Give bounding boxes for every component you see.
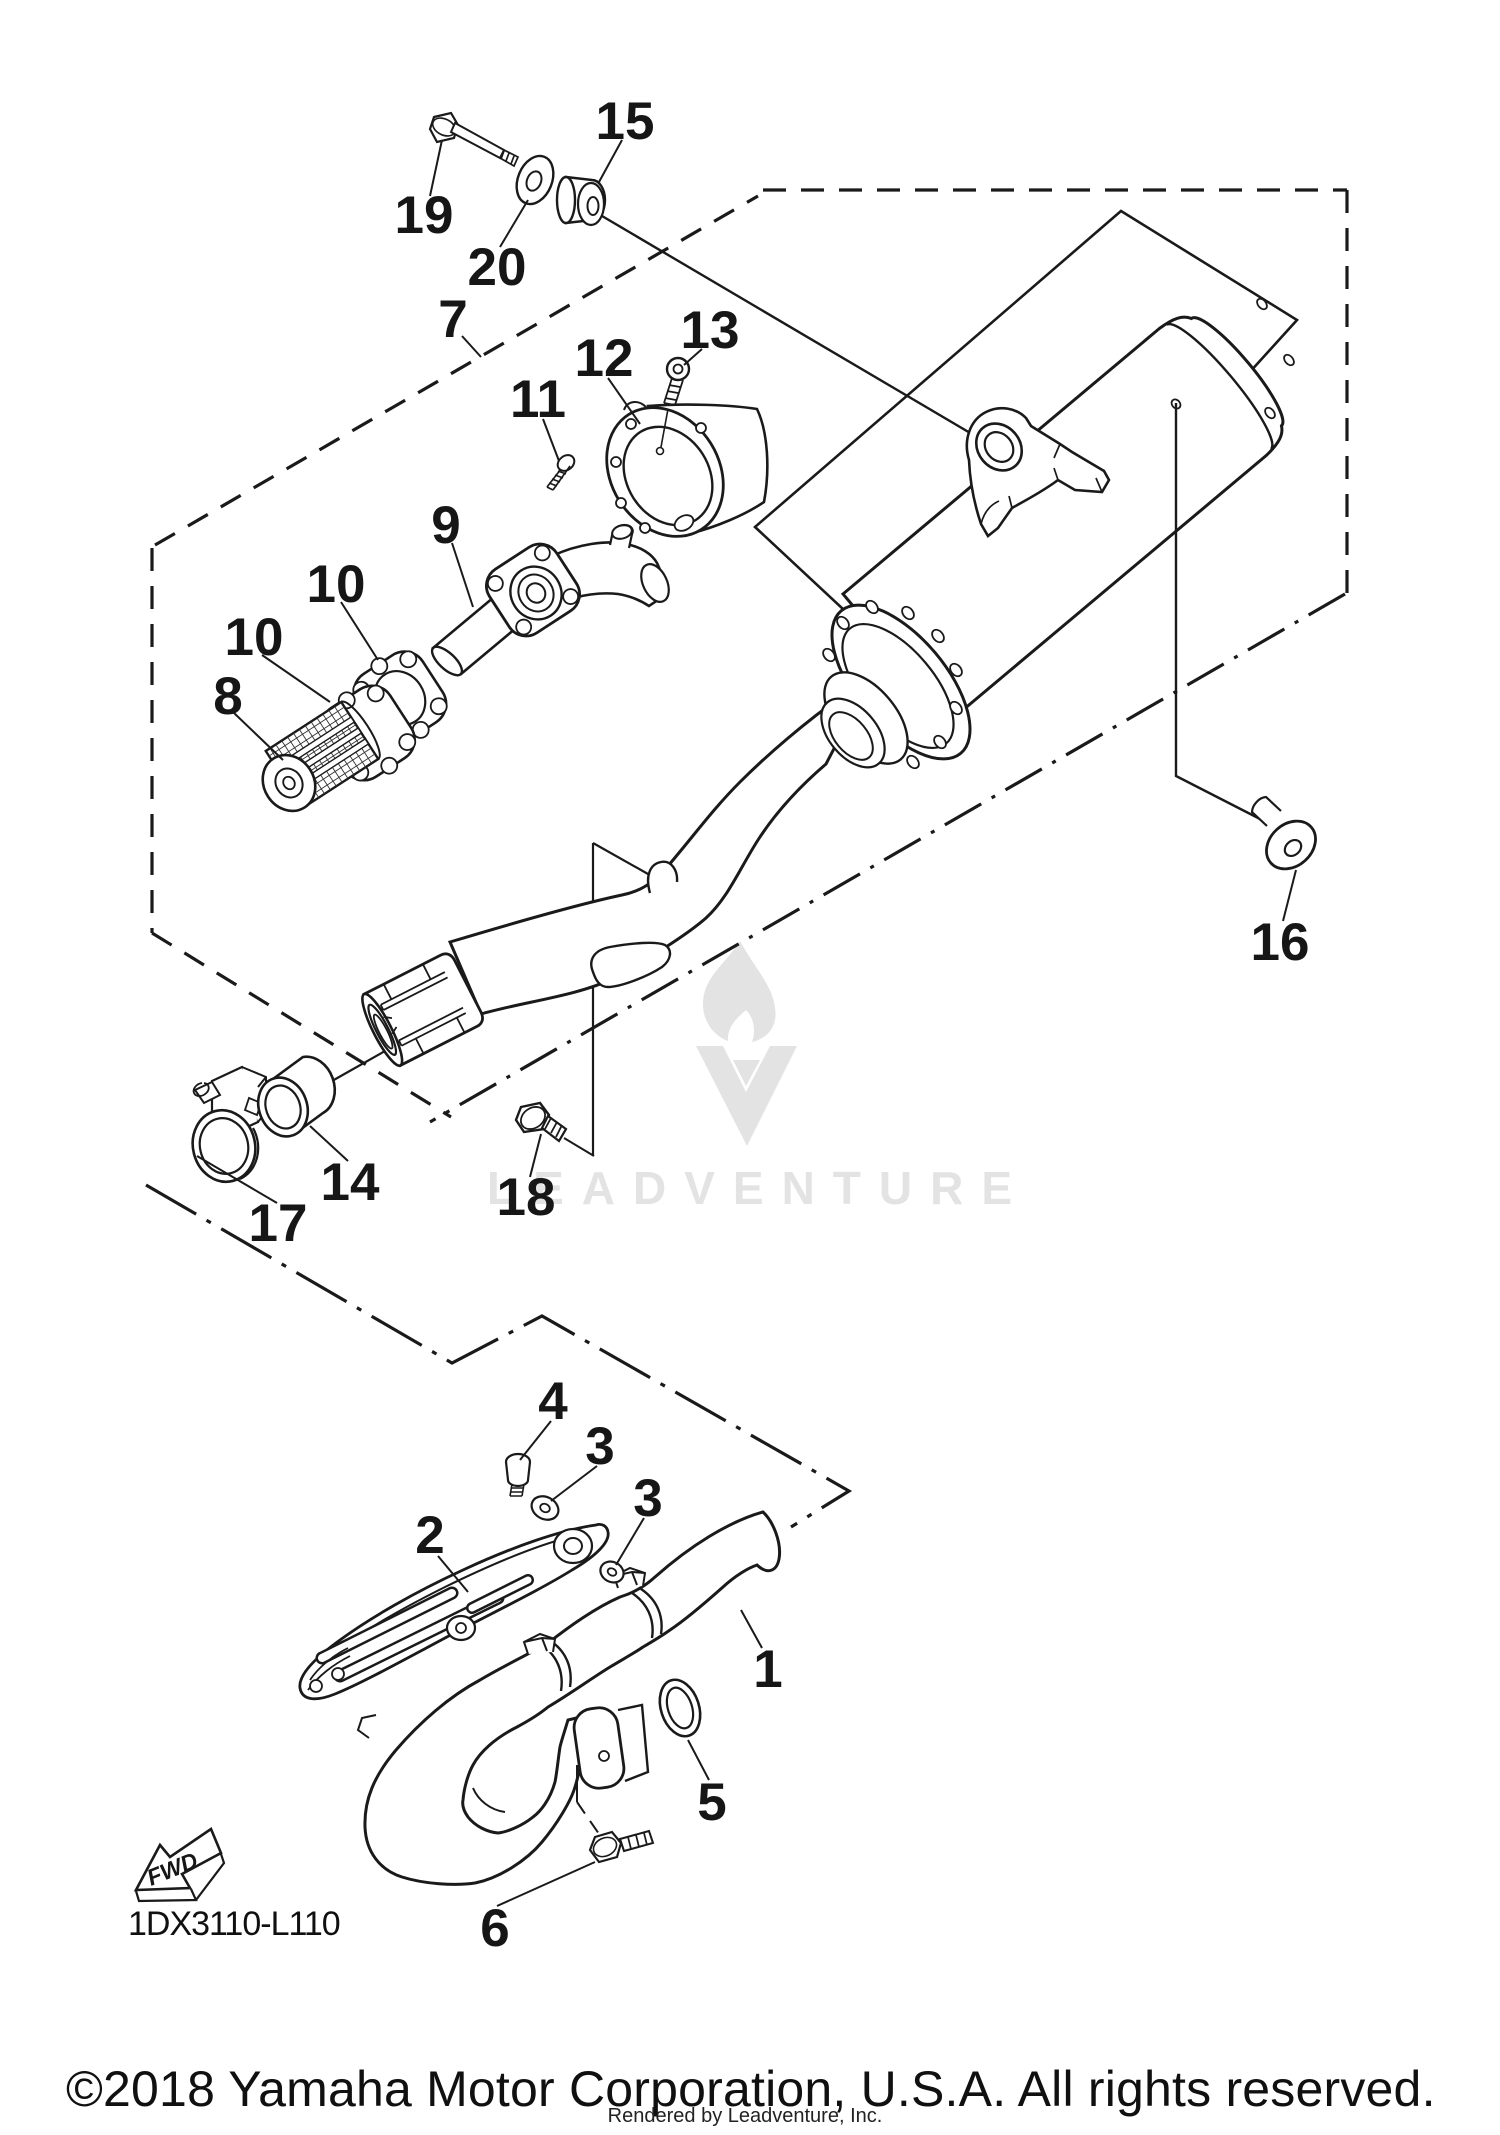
svg-text:5: 5 bbox=[697, 1773, 726, 1832]
svg-text:LEADVENTURE: LEADVENTURE bbox=[487, 1162, 1030, 1214]
svg-text:4: 4 bbox=[538, 1372, 568, 1431]
svg-text:10: 10 bbox=[225, 608, 284, 667]
svg-text:16: 16 bbox=[1251, 913, 1310, 972]
svg-text:9: 9 bbox=[431, 496, 460, 555]
svg-text:18: 18 bbox=[497, 1168, 556, 1227]
svg-text:12: 12 bbox=[575, 329, 634, 388]
svg-text:1: 1 bbox=[753, 1640, 782, 1699]
svg-text:14: 14 bbox=[321, 1153, 380, 1212]
svg-text:2: 2 bbox=[415, 1506, 444, 1565]
svg-text:6: 6 bbox=[480, 1899, 509, 1958]
svg-text:©2018 Yamaha Motor Corporation: ©2018 Yamaha Motor Corporation, U.S.A. A… bbox=[66, 2061, 1436, 2117]
svg-text:10: 10 bbox=[307, 555, 366, 614]
svg-text:Rendered by Leadventure, Inc.: Rendered by Leadventure, Inc. bbox=[608, 2105, 883, 2127]
svg-text:13: 13 bbox=[681, 301, 740, 360]
svg-text:19: 19 bbox=[395, 186, 454, 245]
svg-text:17: 17 bbox=[249, 1194, 308, 1253]
svg-text:11: 11 bbox=[510, 370, 566, 429]
svg-text:8: 8 bbox=[213, 667, 242, 726]
svg-text:1DX3110-L110: 1DX3110-L110 bbox=[128, 1905, 340, 1943]
svg-text:3: 3 bbox=[585, 1417, 614, 1476]
svg-text:7: 7 bbox=[438, 290, 467, 349]
svg-text:15: 15 bbox=[596, 92, 655, 151]
svg-text:20: 20 bbox=[468, 238, 527, 297]
svg-text:3: 3 bbox=[633, 1469, 662, 1528]
